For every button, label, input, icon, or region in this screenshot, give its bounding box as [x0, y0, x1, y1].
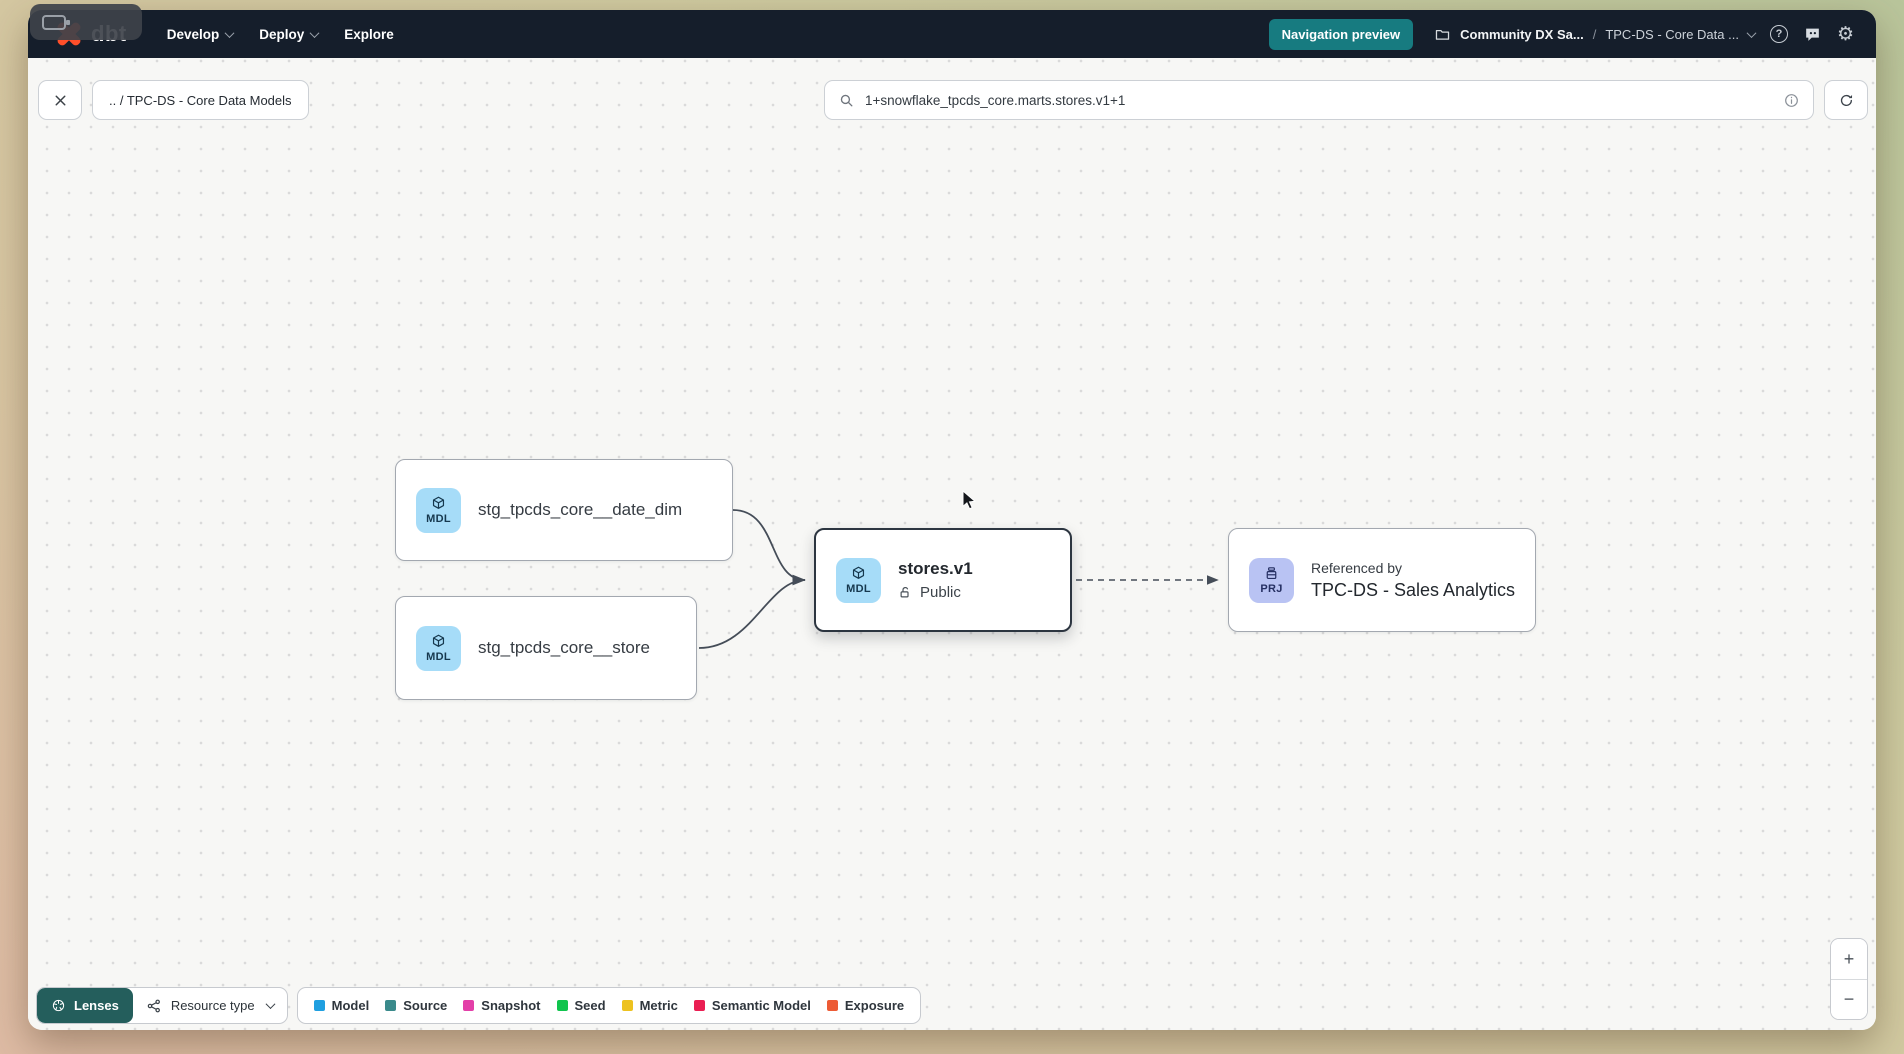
canvas-footer-controls: Lenses Resource type Model — [36, 987, 922, 1024]
legend-item-semantic-model: Semantic Model — [693, 998, 811, 1013]
navigation-preview-badge[interactable]: Navigation preview — [1268, 18, 1414, 50]
settings-gear-icon[interactable]: ⚙ — [1836, 23, 1854, 45]
cube-icon — [852, 566, 865, 579]
folder-icon — [1434, 26, 1451, 43]
node-stores-v1[interactable]: MDL stores.v1 Public — [814, 528, 1072, 632]
canvas-toolbar: .. / TPC-DS - Core Data Models — [38, 80, 1868, 120]
legend-item-seed: Seed — [556, 998, 606, 1013]
node-stg-tpcds-core-date-dim[interactable]: MDL stg_tpcds_core__date_dim — [395, 459, 733, 561]
project-badge: PRJ — [1249, 557, 1294, 603]
zoom-controls: + − — [1830, 938, 1868, 1020]
menu-develop-label: Develop — [166, 26, 220, 42]
model-badge: MDL — [416, 625, 461, 671]
breadcrumb-account[interactable]: Community DX Sa... — [1460, 26, 1584, 42]
badge-code: PRJ — [1260, 583, 1283, 595]
lens-icon — [52, 999, 65, 1012]
help-icon[interactable]: ? — [1769, 25, 1788, 43]
node-title: stores.v1 — [898, 559, 973, 578]
resource-type-label: Resource type — [170, 998, 255, 1013]
dbt-app-window: dbt Develop Deploy Explore Navigation pr… — [28, 10, 1876, 1030]
access-label: Public — [920, 584, 961, 601]
menu-deploy[interactable]: Deploy — [259, 26, 320, 42]
legend-item-metric: Metric — [621, 998, 678, 1013]
chevron-down-icon — [265, 999, 276, 1010]
lineage-edges — [698, 509, 1219, 649]
legend-swatch — [385, 1000, 397, 1011]
legend-swatch — [693, 1000, 705, 1011]
menu-explore-label: Explore — [344, 26, 394, 42]
cube-icon — [432, 496, 445, 509]
chevron-down-icon[interactable] — [1746, 27, 1757, 38]
zoom-out-button[interactable]: − — [1831, 979, 1867, 1019]
project-name: TPC-DS - Sales Analytics — [1311, 579, 1516, 600]
node-label: stg_tpcds_core__store — [478, 638, 650, 657]
node-stg-tpcds-core-store[interactable]: MDL stg_tpcds_core__store — [395, 596, 697, 700]
project-icon — [1266, 567, 1277, 580]
lenses-button[interactable]: Lenses — [37, 988, 133, 1023]
breadcrumb: Community DX Sa... / TPC-DS - Core Data … — [1434, 26, 1757, 43]
chevron-down-icon — [309, 27, 320, 38]
search-icon — [838, 92, 855, 109]
node-access: Public — [898, 584, 973, 601]
breadcrumb-separator: / — [1592, 26, 1597, 42]
legend-item-snapshot: Snapshot — [463, 998, 541, 1013]
legend-item-model: Model — [313, 998, 369, 1013]
menu-deploy-label: Deploy — [259, 26, 305, 42]
legend-swatch — [556, 1000, 568, 1011]
badge-code: MDL — [846, 583, 871, 595]
refresh-button[interactable] — [1824, 80, 1868, 120]
screen-capture-widget — [30, 4, 142, 40]
menu-develop[interactable]: Develop — [166, 26, 235, 42]
lineage-search-box[interactable] — [824, 80, 1814, 120]
resource-type-dropdown[interactable]: Resource type — [133, 988, 287, 1023]
badge-code: MDL — [426, 513, 451, 525]
legend-item-exposure: Exposure — [826, 998, 904, 1013]
legend-swatch — [621, 1000, 633, 1011]
top-navbar: dbt Develop Deploy Explore Navigation pr… — [28, 10, 1876, 58]
unlock-icon — [900, 586, 909, 598]
cube-icon — [432, 634, 445, 647]
lenses-label: Lenses — [74, 998, 119, 1013]
referenced-by-label: Referenced by — [1311, 559, 1403, 576]
graph-icon — [147, 999, 160, 1012]
zoom-in-button[interactable]: + — [1831, 939, 1867, 979]
lineage-canvas[interactable]: .. / TPC-DS - Core Data Models — [28, 58, 1876, 1030]
legend-swatch — [826, 1000, 838, 1011]
edge-store-to-stores — [698, 579, 806, 649]
close-lineage-button[interactable] — [38, 80, 82, 120]
badge-code: MDL — [426, 651, 451, 663]
legend-item-source: Source — [385, 998, 447, 1013]
node-label: stg_tpcds_core__date_dim — [478, 500, 683, 519]
refresh-icon — [1840, 94, 1852, 106]
legend-swatch — [463, 1000, 475, 1011]
close-icon — [55, 95, 65, 105]
model-badge: MDL — [416, 487, 461, 533]
camera-icon — [42, 14, 70, 30]
breadcrumb-project[interactable]: TPC-DS - Core Data ... — [1605, 26, 1739, 42]
lens-controls: Lenses Resource type — [36, 987, 288, 1024]
edge-date-dim-to-stores — [732, 509, 806, 586]
chevron-down-icon — [224, 27, 235, 38]
legend-swatch — [313, 1000, 325, 1011]
feedback-icon[interactable] — [1803, 25, 1822, 44]
model-badge: MDL — [836, 557, 881, 603]
breadcrumb-chip[interactable]: .. / TPC-DS - Core Data Models — [92, 80, 309, 120]
info-icon[interactable] — [1783, 92, 1800, 109]
resource-legend: Model Source Snapshot Seed — [296, 987, 922, 1024]
node-referenced-project[interactable]: PRJ Referenced by TPC-DS - Sales Analyti… — [1228, 528, 1536, 632]
navbar-right: Navigation preview Community DX Sa... / … — [1268, 18, 1854, 50]
lineage-search-area — [824, 80, 1868, 120]
lineage-selector-input[interactable] — [865, 92, 1773, 108]
menu-explore[interactable]: Explore — [344, 27, 394, 42]
